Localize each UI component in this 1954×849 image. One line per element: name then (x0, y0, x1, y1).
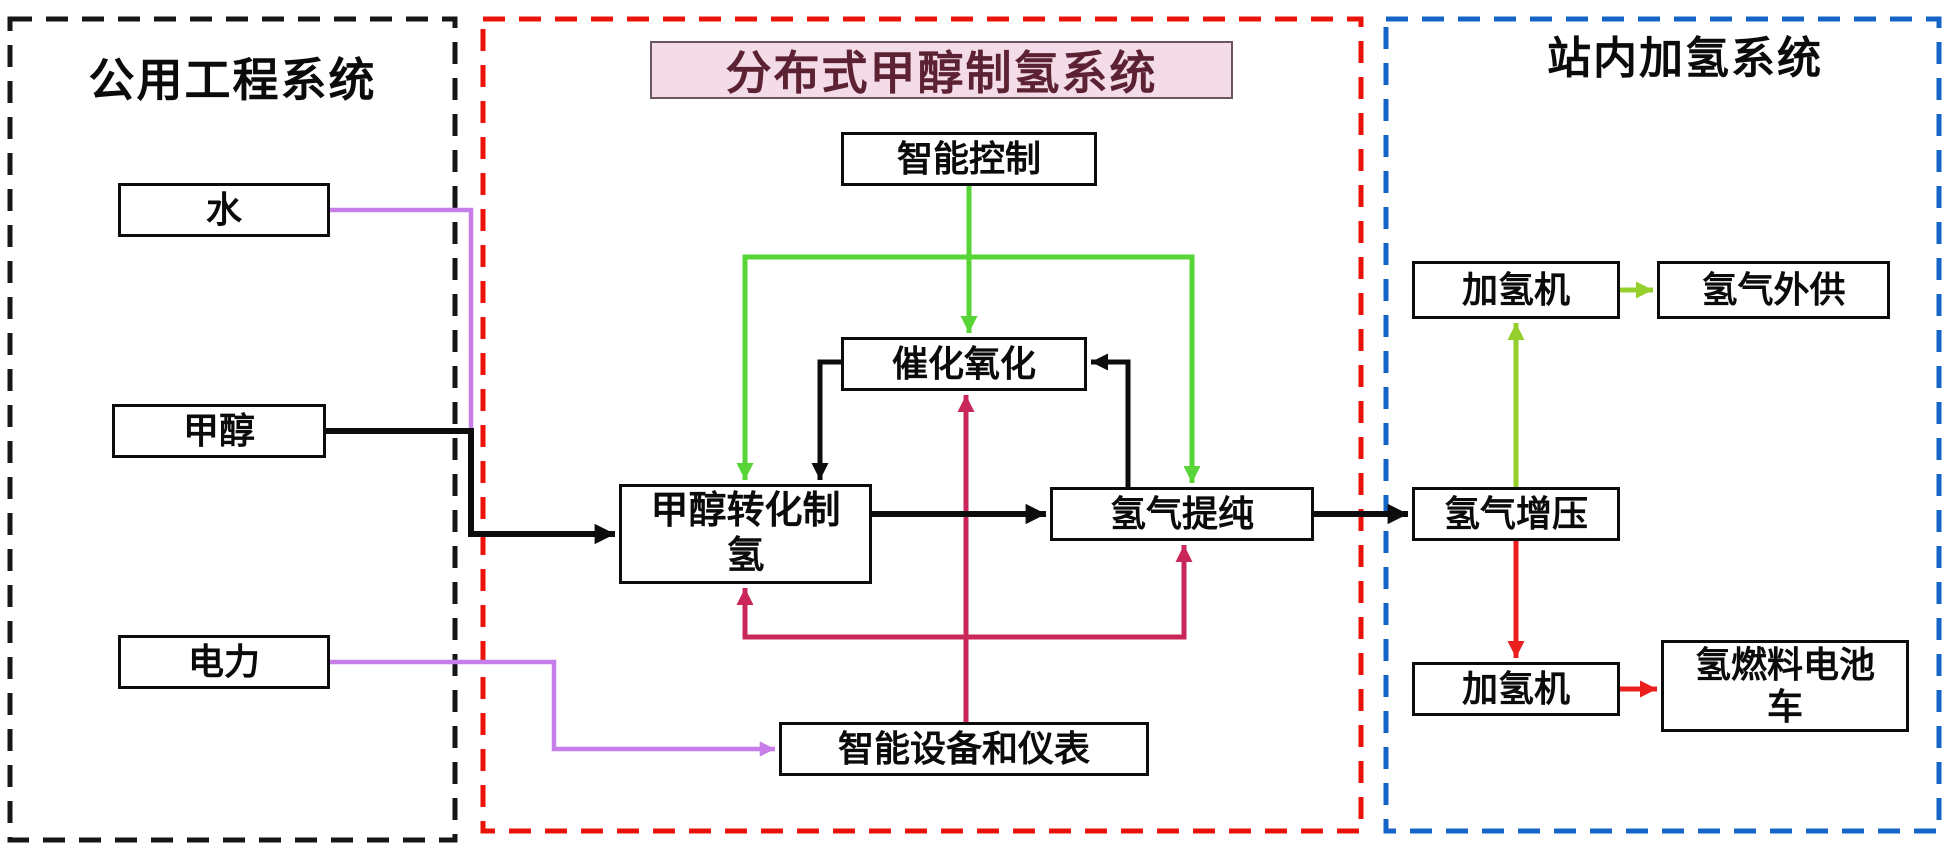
node-hydrogen-purification-label: 氢气提纯 (1109, 493, 1254, 534)
arrow-power-to-devices (330, 659, 775, 757)
node-hydrogen-boost: 氢气增压 (1412, 487, 1620, 541)
refueling-system-border (1383, 16, 1942, 834)
node-hydrogen-boost-label: 氢气增压 (1443, 493, 1588, 534)
arrow-methanol-to-reformer (326, 428, 615, 545)
node-methanol-label: 甲醇 (182, 410, 255, 451)
utility-system-title: 公用工程系统 (88, 55, 377, 106)
refueling-system-title: 站内加氢系统 (1547, 34, 1823, 83)
node-power-label: 电力 (187, 641, 260, 682)
node-dispenser-top: 加氢机 (1412, 261, 1620, 319)
arrow-devices-to-reformer (736, 588, 966, 640)
node-methanol-reforming: 甲醇转化制氢 (619, 484, 872, 584)
node-smart-devices: 智能设备和仪表 (779, 722, 1149, 776)
node-dispenser-bottom-label: 加氢机 (1461, 668, 1570, 709)
node-smart-control: 智能控制 (841, 132, 1097, 186)
line-water-feed (330, 207, 474, 431)
node-hydrogen-purification: 氢气提纯 (1050, 487, 1314, 541)
utility-system-border (7, 16, 458, 843)
node-catalytic-oxidation: 催化氧化 (841, 337, 1087, 391)
node-smart-control-label: 智能控制 (896, 138, 1041, 179)
node-water-label: 水 (205, 189, 242, 230)
node-water: 水 (118, 183, 330, 237)
arrow-control-to-reformer (736, 254, 969, 480)
node-dispenser-bottom: 加氢机 (1412, 662, 1620, 716)
node-hydrogen-export-label: 氢气外供 (1701, 269, 1846, 310)
node-power: 电力 (118, 635, 330, 689)
arrow-devices-to-purification (966, 545, 1193, 640)
production-system-border (480, 16, 1364, 834)
node-methanol: 甲醇 (112, 404, 326, 458)
node-fuel-cell-vehicle-label: 氢燃料电池车 (1694, 644, 1875, 727)
arrow-purification-to-oxidation (1091, 353, 1131, 487)
node-dispenser-top-label: 加氢机 (1461, 269, 1570, 310)
node-hydrogen-export: 氢气外供 (1657, 261, 1890, 319)
arrow-oxidation-to-reformer (811, 359, 841, 480)
node-fuel-cell-vehicle: 氢燃料电池车 (1661, 640, 1909, 732)
node-smart-devices-label: 智能设备和仪表 (837, 728, 1090, 769)
node-catalytic-oxidation-label: 催化氧化 (891, 343, 1036, 384)
arrow-control-to-purification (969, 254, 1201, 483)
production-system-title: 分布式甲醇制氢系统 (650, 41, 1233, 99)
node-methanol-reforming-label: 甲醇转化制氢 (650, 490, 841, 577)
